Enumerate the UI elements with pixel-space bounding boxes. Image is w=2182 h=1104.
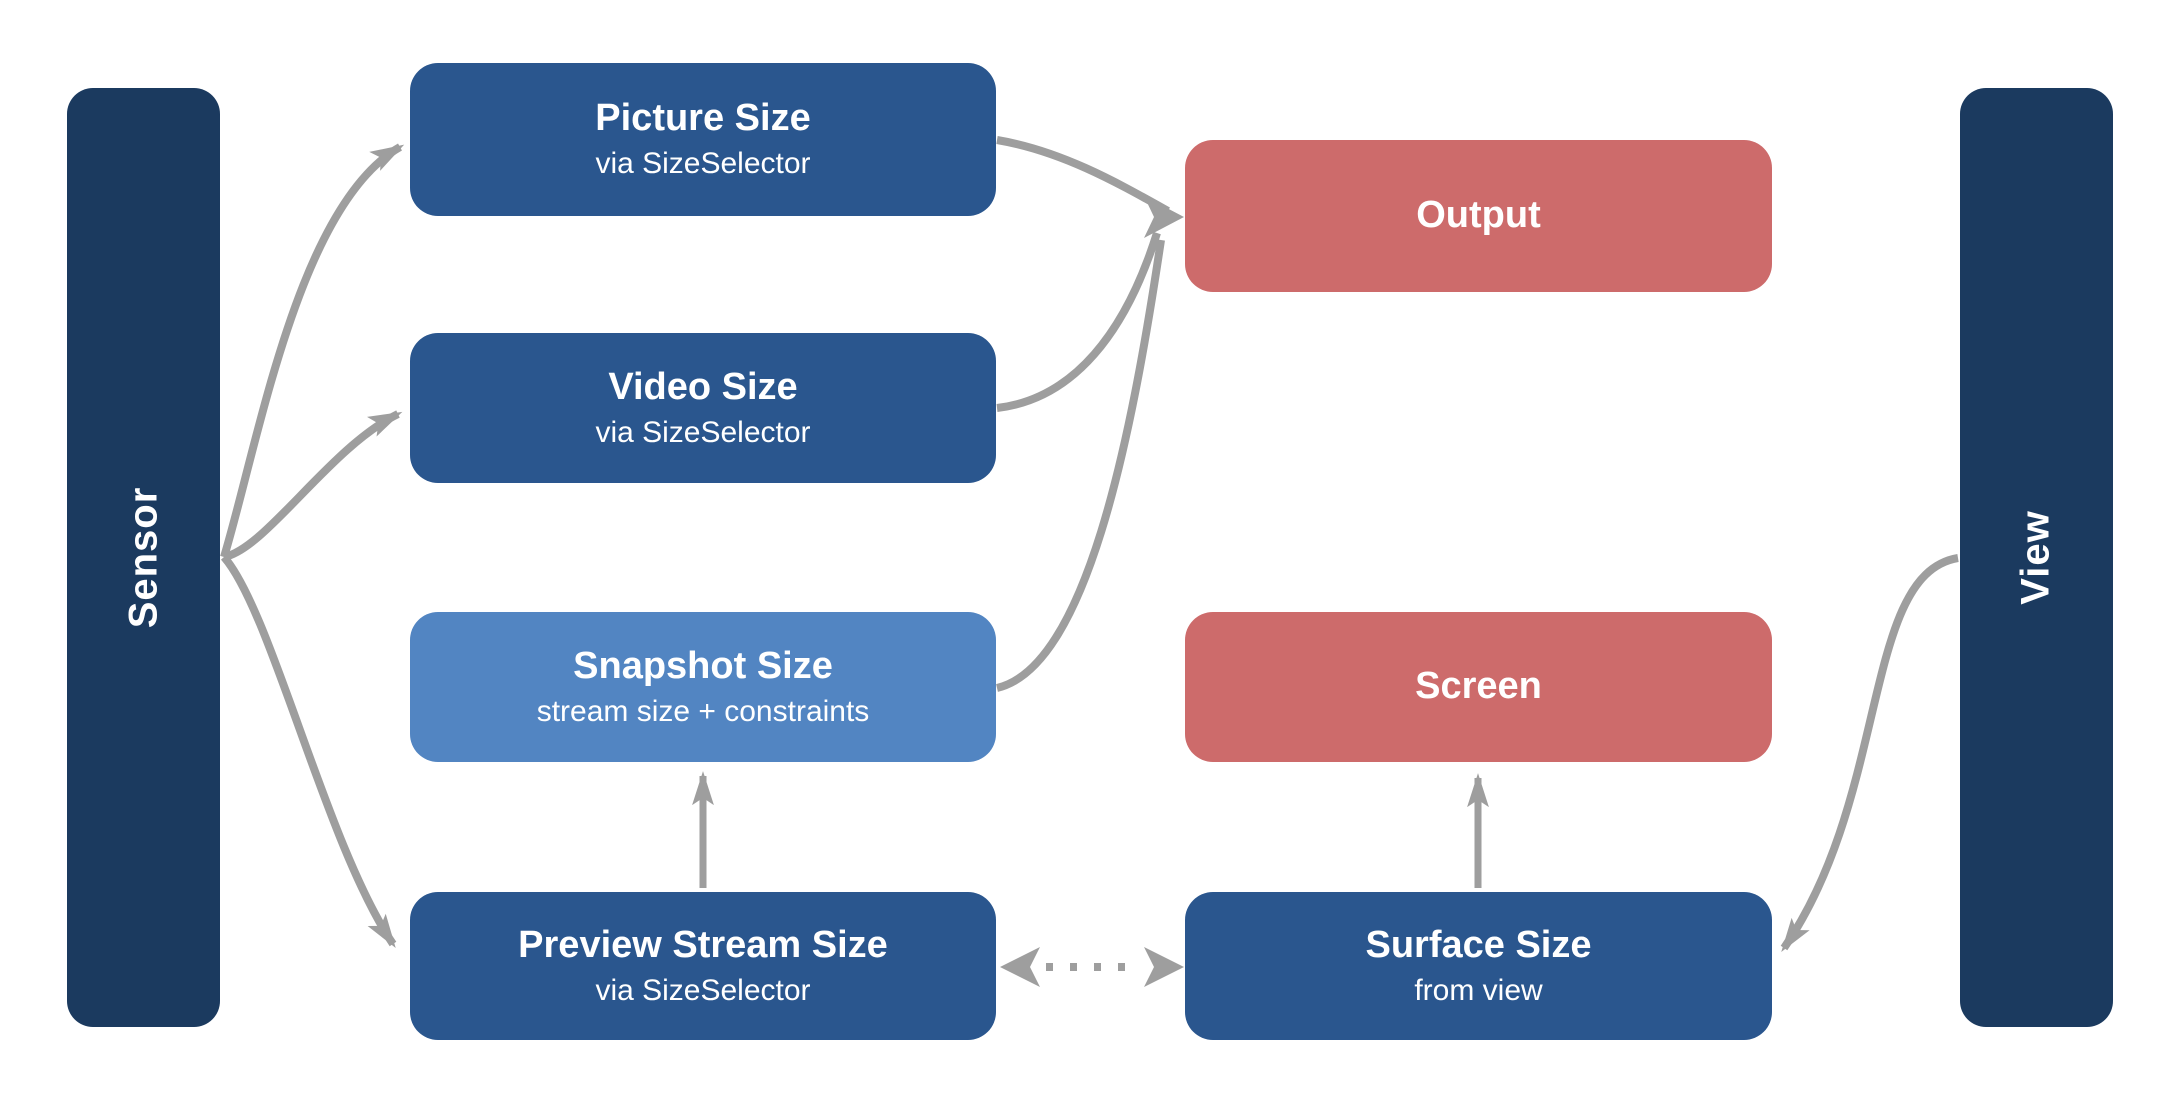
screen-node: Screen	[1185, 612, 1772, 762]
snapshot-size-subtitle: stream size + constraints	[536, 694, 870, 728]
view-bar: View	[1960, 88, 2113, 1027]
surface-size-node: Surface Size from view	[1185, 892, 1772, 1040]
surface-size-title: Surface Size	[1365, 923, 1592, 966]
preview-stream-size-subtitle: via SizeSelector	[595, 973, 811, 1007]
view-bar-label: View	[2014, 510, 2058, 605]
arrowhead-output	[1144, 196, 1184, 238]
output-title: Output	[1416, 194, 1541, 237]
arrowhead-preview	[1000, 947, 1040, 987]
sensor-bar: Sensor	[67, 88, 220, 1027]
sensor-bar-label: Sensor	[120, 486, 165, 629]
picture-size-subtitle: via SizeSelector	[595, 147, 811, 181]
edge-view-surface	[1780, 554, 1959, 952]
edge-snapshot-output	[995, 239, 1165, 692]
snapshot-size-title: Snapshot Size	[573, 644, 833, 687]
edge-sensor-video	[222, 410, 403, 561]
picture-size-title: Picture Size	[595, 97, 811, 140]
video-size-subtitle: via SizeSelector	[595, 415, 811, 449]
snapshot-size-node: Snapshot Size stream size + constraints	[410, 612, 996, 762]
output-node: Output	[1185, 140, 1772, 292]
preview-stream-size-title: Preview Stream Size	[518, 923, 888, 966]
edge-video-output	[996, 231, 1161, 412]
edge-picture-output	[996, 136, 1170, 215]
arrowhead-surface-left	[1144, 947, 1184, 987]
picture-size-node: Picture Size via SizeSelector	[410, 63, 996, 216]
screen-title: Screen	[1415, 665, 1542, 708]
surface-size-subtitle: from view	[1414, 973, 1543, 1007]
video-size-node: Video Size via SizeSelector	[410, 333, 996, 483]
video-size-title: Video Size	[608, 365, 798, 408]
preview-stream-size-node: Preview Stream Size via SizeSelector	[410, 892, 996, 1040]
edge-sensor-picture	[220, 143, 405, 559]
edge-sensor-preview	[220, 554, 397, 949]
